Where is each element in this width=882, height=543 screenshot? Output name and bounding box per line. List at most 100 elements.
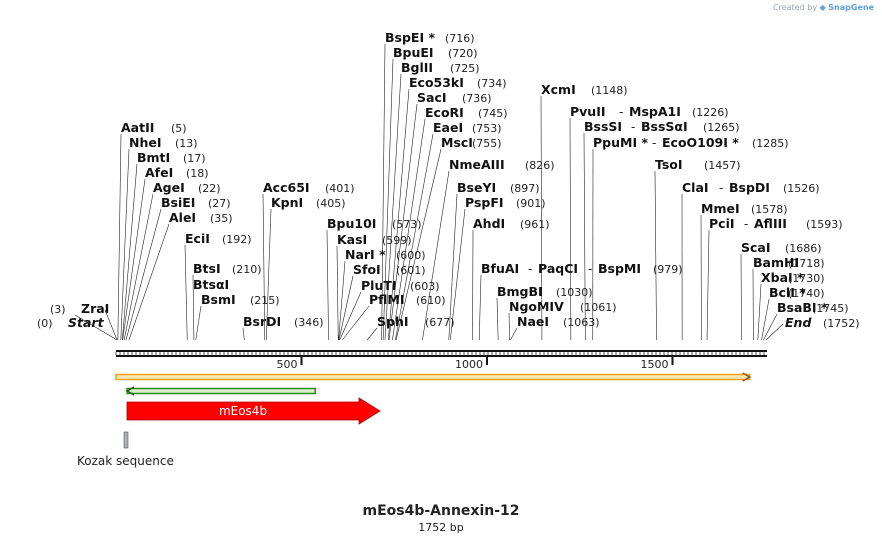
orf-forward-bar[interactable] — [115, 373, 751, 381]
site-pflmi[interactable]: PflMI(610) — [369, 292, 446, 307]
site-bspmi[interactable]: -BspMI(979) — [588, 261, 683, 276]
kozak-sequence-box[interactable] — [123, 431, 129, 449]
site-sphi[interactable]: SphI(677) — [377, 314, 455, 329]
site-nhei[interactable]: NheI(13) — [129, 135, 198, 150]
site-mspa1i[interactable]: -MspA1I(1226) — [619, 104, 729, 119]
site-name: End — [785, 315, 812, 330]
site-name: BspDI — [729, 180, 770, 195]
site-mmei[interactable]: MmeI(1578) — [701, 201, 788, 216]
site-sfoi[interactable]: SfoI(601) — [353, 262, 426, 277]
site-pvuii[interactable]: PvuII — [570, 104, 606, 119]
site-bsrdi[interactable]: BsrDI(346) — [243, 314, 324, 329]
leader-line-nhei — [120, 148, 130, 341]
leader-line-acc65i — [262, 193, 266, 341]
site-bsssi[interactable]: BssSI — [584, 119, 622, 134]
site-ecori[interactable]: EcoRI(745) — [425, 105, 508, 120]
site-bseyi[interactable]: BseYI(897) — [457, 180, 540, 195]
site-position: (1752) — [823, 317, 860, 330]
pair-dash: - — [631, 120, 635, 134]
site-bcli[interactable]: BclI *(1740) — [769, 285, 825, 300]
site-name: BsmI — [201, 292, 236, 307]
site-end[interactable]: End (1752) — [785, 315, 860, 330]
site-aatii[interactable]: AatII(5) — [121, 120, 187, 135]
site-position: (1265) — [703, 121, 740, 134]
site-start[interactable]: Start(0) — [37, 315, 105, 330]
site-position: (720) — [448, 47, 478, 60]
site-position: (1148) — [591, 84, 628, 97]
site-btsi[interactable]: BtsI(210) — [193, 261, 262, 276]
site-paqci[interactable]: -PaqCI — [528, 261, 578, 276]
leader-line-bcli — [761, 298, 770, 341]
site-position: (736) — [462, 92, 492, 105]
site-ngomiv[interactable]: NgoMIV (1061) — [509, 299, 617, 314]
site-position: (599) — [382, 234, 412, 247]
leader-line-sphi — [366, 327, 378, 341]
site-eco53ki[interactable]: Eco53kI(734) — [409, 75, 507, 90]
site-kpni[interactable]: KpnI(405) — [271, 195, 346, 210]
site-bpu10i[interactable]: Bpu10I(573) — [327, 216, 422, 231]
site-name: NgoMIV — [509, 299, 564, 314]
site-afei[interactable]: AfeI(18) — [145, 165, 209, 180]
features-layer: mEos4b — [123, 397, 381, 449]
site-scai[interactable]: ScaI(1686) — [741, 240, 822, 255]
site-bts-i[interactable]: BtsαI — [193, 277, 229, 292]
site-naei[interactable]: NaeI(1063) — [517, 314, 600, 329]
leader-line-btsi — [192, 274, 195, 341]
site-bsss-i[interactable]: -BssSαI (1265) — [631, 119, 740, 134]
site-position: (17) — [183, 152, 206, 165]
site-saci[interactable]: SacI(736) — [417, 90, 492, 105]
site-xcmi[interactable]: XcmI(1148) — [541, 82, 628, 97]
site-bmti[interactable]: BmtI(17) — [137, 150, 206, 165]
site-position: (1730) — [788, 272, 825, 285]
pair-dash: - — [528, 262, 532, 276]
site-acc65i[interactable]: Acc65I(401) — [263, 180, 355, 195]
site-name: EcoO109I * — [662, 135, 739, 150]
site-position: (35) — [210, 212, 233, 225]
site-labels: Start(0)ZraI(3)AatII(5)NheI(13)BmtI(17)A… — [37, 30, 860, 330]
site-name: BssSαI — [641, 119, 688, 134]
site-position: (1061) — [580, 301, 617, 314]
site-bsmi[interactable]: BsmI(215) — [201, 292, 280, 307]
site-bspdi[interactable]: -BspDI(1526) — [719, 180, 820, 195]
site-bsabi[interactable]: BsaBI *(1745) — [777, 300, 849, 315]
orf-reverse-bar[interactable] — [126, 387, 316, 395]
site-bfuai[interactable]: BfuAI — [481, 261, 519, 276]
site-name: TsoI — [655, 157, 683, 172]
site-bglii[interactable]: BglII(725) — [401, 60, 480, 75]
site-ecoo109i[interactable]: -EcoO109I *(1285) — [652, 135, 789, 150]
site-bsiei[interactable]: BsiEI(27) — [161, 195, 231, 210]
leader-line-afei — [122, 178, 146, 341]
site-position: (0) — [37, 317, 53, 330]
site-xbai[interactable]: XbaI *(1730) — [761, 270, 825, 285]
site-name: MmeI — [701, 201, 740, 216]
site-bmgbi[interactable]: BmgBI(1030) — [497, 284, 593, 299]
site-eaei[interactable]: EaeI(753) — [433, 120, 502, 135]
site-pspfi[interactable]: PspFI(901) — [465, 195, 546, 210]
site-kasi[interactable]: KasI(599) — [337, 232, 412, 247]
site-clai[interactable]: ClaI — [682, 180, 709, 195]
mEos4b-feature-arrow[interactable] — [126, 397, 381, 425]
site-afliii[interactable]: -AflIII(1593) — [744, 216, 843, 231]
site-ecii[interactable]: EciI(192) — [185, 231, 252, 246]
site-agei[interactable]: AgeI(22) — [153, 180, 221, 195]
site-pcii[interactable]: PciI — [709, 216, 735, 231]
leader-line-saci — [388, 103, 418, 341]
site-nari[interactable]: NarI *(600) — [345, 247, 426, 262]
site-pluti[interactable]: PluTI(603) — [361, 278, 440, 293]
orf-reverse-arrowhead — [125, 386, 135, 396]
site-bamhi[interactable]: BamHI(1718) — [753, 255, 825, 270]
site-ahdi[interactable]: AhdI(961) — [473, 216, 550, 231]
site-msci[interactable]: MscI(755) — [441, 135, 502, 150]
site-alei[interactable]: AleI(35) — [169, 210, 233, 225]
site-tsoi[interactable]: TsoI(1457) — [655, 157, 741, 172]
site-bspei[interactable]: BspEI *(716) — [385, 30, 475, 45]
map-length: 1752 bp — [418, 521, 464, 534]
site-name: BspMI — [598, 261, 641, 276]
mEos4b-label: mEos4b — [219, 404, 267, 418]
site-bpuei[interactable]: BpuEI(720) — [393, 45, 478, 60]
site-ppumi[interactable]: PpuMI * — [593, 135, 648, 150]
site-position: (573) — [392, 218, 422, 231]
site-zrai[interactable]: ZraI(3) — [50, 301, 109, 316]
site-nmeaiii[interactable]: NmeAIII(826) — [449, 157, 555, 172]
